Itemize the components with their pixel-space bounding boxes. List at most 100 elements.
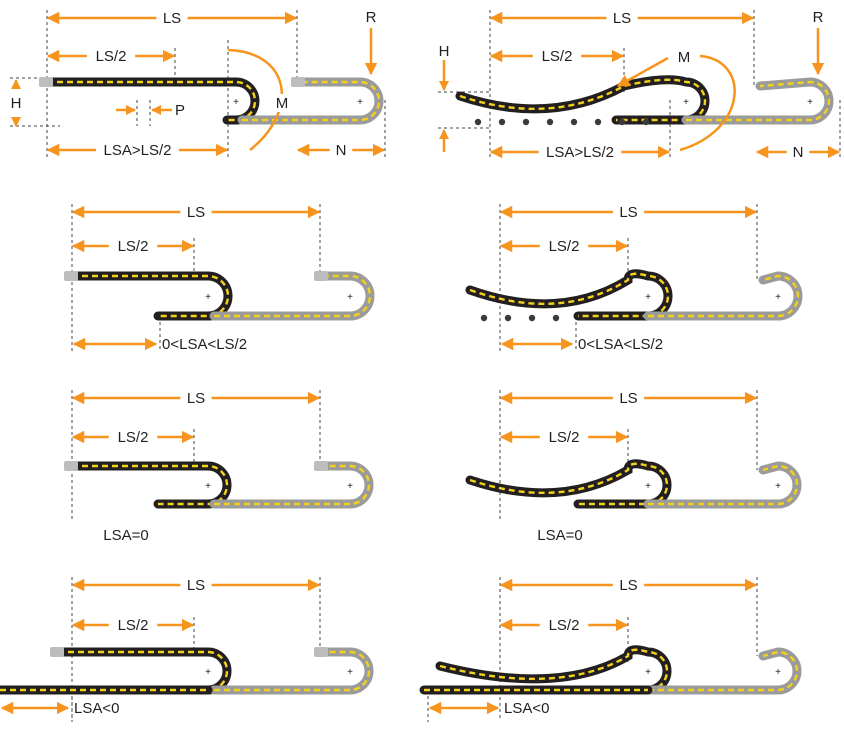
right-row-1-center-bend: + xyxy=(683,97,689,108)
right-row-1-ls-label: LS xyxy=(613,10,631,27)
right-row-3-chain-upper-links xyxy=(469,462,669,506)
m-arc-right xyxy=(679,54,736,152)
left-row-3-end-block xyxy=(64,461,78,471)
left-row-4-center-bend: + xyxy=(205,667,211,678)
left-row-1-chain-lower-links xyxy=(242,80,381,122)
m-label-bg-left xyxy=(272,94,292,112)
right-row-1-ls-half-label: LS/2 xyxy=(542,48,573,65)
left-row-4-end-block-right xyxy=(314,647,328,657)
lsa-neg-right-label: LSA<0 xyxy=(504,700,549,717)
h-label-left: H xyxy=(11,95,22,112)
lsa-between-left-label: 0<LSA<LS/2 xyxy=(162,336,247,353)
right-row-2-center-bend: + xyxy=(645,292,651,303)
left-row-4-chain-upper-body xyxy=(53,647,232,695)
left-row-4-chain-upper-links xyxy=(58,650,229,692)
left-row-3-ls-label: LS xyxy=(187,390,205,407)
n-left-label: N xyxy=(336,142,347,159)
m-label-left: M xyxy=(276,95,289,112)
p-label: P xyxy=(175,102,185,119)
right-row-4-ls-label: LS xyxy=(619,577,637,594)
right-row-2-center-right: + xyxy=(775,292,781,303)
m-label-right: M xyxy=(678,49,691,66)
right-row-4-chain-upper-links xyxy=(439,648,669,692)
left-row-4-chain-lower-links xyxy=(214,650,371,692)
right-row-1-center-right: + xyxy=(807,97,813,108)
right-row-3-center-bend: + xyxy=(645,481,651,492)
lsa-gt-left-label: LSA>LS/2 xyxy=(104,142,172,159)
left-row-1-ls-half-label: LS/2 xyxy=(96,48,127,65)
left-row-1-chain-upper-body xyxy=(42,77,260,125)
right-row-3-chain-lower-links xyxy=(648,464,799,506)
right-row-4-center-bend: + xyxy=(645,667,651,678)
r-label-left: R xyxy=(366,9,377,26)
right-row-1-support-dot xyxy=(618,118,626,126)
left-row-2-end-block xyxy=(64,271,78,281)
right-row-1-support-dot xyxy=(474,118,482,126)
left-row-3-center-right: + xyxy=(347,481,353,492)
right-row-1-support-dot xyxy=(498,118,506,126)
right-row-1-support-dot xyxy=(546,118,554,126)
left-row-1-ls-label: LS xyxy=(163,10,181,27)
lsa-gt-right-label: LSA>LS/2 xyxy=(546,144,614,161)
right-row-4-center-right: + xyxy=(775,667,781,678)
left-row-3-chain-upper-links xyxy=(72,464,229,506)
left-row-3-ls-half-label: LS/2 xyxy=(118,429,149,446)
m-pointer-right xyxy=(616,56,669,88)
left-row-3-chain-lower-links xyxy=(214,464,371,506)
n-right-label: N xyxy=(793,144,804,161)
right-row-4-chain-upper-body xyxy=(435,645,672,695)
right-row-4-ls-half-label: LS/2 xyxy=(549,617,580,634)
right-row-1-chain-upper-body xyxy=(455,75,710,125)
lsa-zero-right: LSA=0 xyxy=(537,527,582,544)
left-row-1-end-block xyxy=(39,77,53,87)
left-row-1-end-block-right xyxy=(291,77,305,87)
right-row-2-chain-upper-body xyxy=(465,269,673,321)
lsa-zero-left: LSA=0 xyxy=(103,527,148,544)
right-row-1-support-dot xyxy=(570,118,578,126)
left-row-4-center-right: + xyxy=(347,667,353,678)
r-label-right: R xyxy=(813,9,824,26)
h-label-right: H xyxy=(439,43,450,60)
right-row-3-ls-half-label: LS/2 xyxy=(549,429,580,446)
dimension-labels: LSLS/2LSLS/2LSLS/2LSLS/2LSLS/2LSLS/2LSLS… xyxy=(11,9,824,717)
m-arc-left xyxy=(227,48,284,151)
right-row-2-chain-upper-links xyxy=(469,272,670,318)
left-row-2-center-right: + xyxy=(347,292,353,303)
right-row-2-support-dot xyxy=(552,314,560,322)
left-row-2-chain-lower-links xyxy=(214,274,372,318)
left-row-4-chain-lower-body xyxy=(209,647,374,695)
left-row-4-ls-label: LS xyxy=(187,577,205,594)
right-row-1-support-dot xyxy=(522,118,530,126)
right-row-2-support-dot xyxy=(480,314,488,322)
left-row-4-ls-half-label: LS/2 xyxy=(118,617,149,634)
dimension-arrows xyxy=(0,11,841,715)
right-row-3-ls-label: LS xyxy=(619,390,637,407)
right-row-2-chain-lower-links xyxy=(648,274,800,318)
right-row-1-chain-lower-links xyxy=(686,80,831,122)
left-row-2-end-block-right xyxy=(314,271,328,281)
right-row-3-center-right: + xyxy=(775,481,781,492)
left-row-1-center-bend: + xyxy=(233,97,239,108)
left-row-1-center-right: + xyxy=(357,97,363,108)
lsa-neg-left-label: LSA<0 xyxy=(74,700,119,717)
left-row-3-center-bend: + xyxy=(205,481,211,492)
left-row-2-center-bend: + xyxy=(205,292,211,303)
left-row-3-chain-upper-body xyxy=(67,461,232,509)
left-row-1-chain-upper-links xyxy=(47,80,257,122)
right-row-2-ls-label: LS xyxy=(619,204,637,221)
left-row-3-chain-lower-body xyxy=(209,461,374,509)
left-row-2-ls-label: LS xyxy=(187,204,205,221)
right-row-2-support-dot xyxy=(504,314,512,322)
right-row-2-support-dot xyxy=(528,314,536,322)
left-row-2-ls-half-label: LS/2 xyxy=(118,238,149,255)
right-row-4-chain-lower-links xyxy=(648,650,799,692)
left-row-4-end-block xyxy=(50,647,64,657)
energy-chains: + + + + + + + + + + + + + + + + xyxy=(0,75,834,695)
lsa-between-right-label: 0<LSA<LS/2 xyxy=(578,336,663,353)
right-row-1-chain-upper-links xyxy=(459,78,707,122)
right-row-2-ls-half-label: LS/2 xyxy=(549,238,580,255)
left-row-3-end-block-right xyxy=(314,461,328,471)
right-row-1-support-dot xyxy=(642,118,650,126)
